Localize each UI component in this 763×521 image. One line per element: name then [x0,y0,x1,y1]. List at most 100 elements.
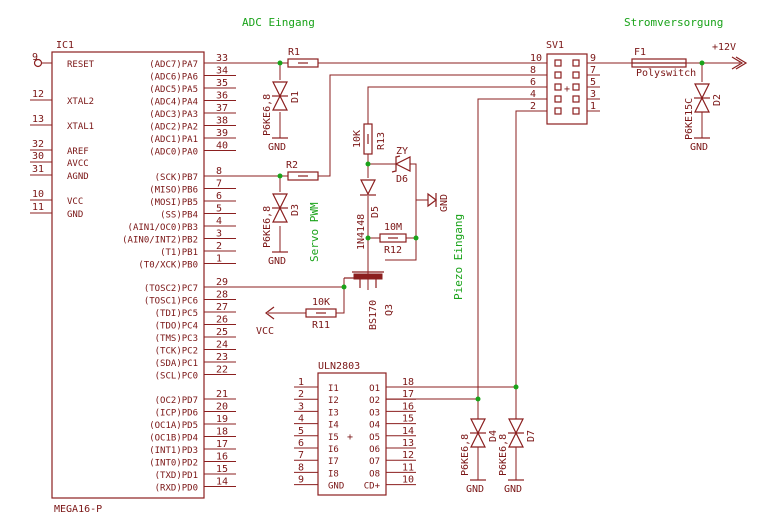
reset-pin-dot [33,58,43,68]
ic1-right-pin-num: 1 [216,254,222,265]
ic1-left-pin-name: XTAL2 [67,97,94,107]
r13-value: 10K [352,130,363,148]
sv1-pin-square [572,71,580,79]
resistor-r1: R1 [287,47,319,68]
ic1-right-pin-num: 2 [216,241,222,252]
adc-eingang-label: ADC Eingang [242,16,315,29]
d5-name: D5 [370,206,381,218]
diode-d3: P6KE6,8 D3 [262,193,301,248]
ic1-right-pin-name: (OC1B)PD4 [149,434,198,444]
ic1-right-pin-num: 27 [216,302,228,313]
ic1-left-pin-name: AREF [67,147,89,157]
ic1-right-pin-num: 36 [216,91,228,102]
ic1-right-pin-name: (ADC1)PA1 [149,135,198,145]
uln-left-pin-name: I5 [328,433,339,443]
ic1-left-pin-num: 10 [32,189,44,200]
ic1-right-pin-num: 4 [216,216,222,227]
uln-right-pin-name: O8 [369,469,380,479]
uln-right-pin-num: 17 [402,389,414,400]
ic1-right-pin-num: 26 [216,315,228,326]
ic1-right-pin-name: (ADC3)PA3 [149,110,198,120]
junction-dots [277,60,705,402]
ic1-right-pin-name: (SCK)PB7 [155,173,198,183]
uln-right-pin-num: 11 [402,462,414,473]
ic1-right-pin-name: (TOSC2)PC7 [144,284,198,294]
uln-right-pin-num: 13 [402,438,414,449]
uln-right-pin-name: O5 [369,433,380,443]
ic1-left-pin-name: AGND [67,172,89,182]
uln-right-pin-num: 15 [402,414,414,425]
d6-value: ZY [396,146,408,157]
uln-left-pin-num: 3 [298,401,304,412]
gnd-d3-label: GND [268,256,286,267]
q3-name: Q3 [384,304,395,316]
ic1-right-pin-num: 25 [216,327,228,338]
uln-left-pin-num: 6 [298,438,304,449]
d2-value: P6KE15C [684,98,695,140]
ic1-right-pin-num: 20 [216,402,228,413]
uln-right-pin-name: O2 [369,396,380,406]
uln-name: ULN2803 [318,361,360,372]
uln-left-pin-name: I2 [328,396,339,406]
uln-right-pin-name: O6 [369,445,380,455]
uln-left-pin-num: 1 [298,377,304,388]
diode-d6: ZY D6 [391,146,411,185]
resistor-r2: R2 [286,160,319,181]
ic1-right-pin-name: (TCK)PC2 [155,347,198,357]
sv1-pin-square [572,95,580,103]
ic1-left-pin-name: VCC [67,197,83,207]
gnd-d4: GND [466,479,486,495]
resistor-r11: 10K R11 [305,297,337,331]
uln-left-pin-num: 9 [298,475,304,486]
sv1-name: SV1 [546,40,564,51]
ic1-body [51,51,205,499]
uln-left-pin-name: I7 [328,457,339,467]
uln-left-pin-num: 8 [298,462,304,473]
ic1-left-pin-num: 12 [32,89,44,100]
ic1-right-pin-name: (MOSI)PB5 [149,198,198,208]
f1-name: F1 [634,47,646,58]
ic1-right-pin-num: 29 [216,277,228,288]
ic1-right-pin-num: 34 [216,66,228,77]
ic1-right-pin-name: (ADC6)PA6 [149,73,198,83]
sv1-right-pin-num: 7 [590,65,596,76]
ic1-right-pin-num: 6 [216,191,222,202]
d5-value: 1N4148 [356,214,367,250]
gnd-d1-label: GND [268,142,286,153]
uln-left-pin-name: GND [328,482,344,492]
ic1-right-pin-num: 19 [216,414,228,425]
ic1-right-pin-num: 23 [216,352,228,363]
ic1-right-pin-name: (T1)PB1 [160,248,198,258]
sv1-pin-square [554,59,562,67]
ic1-right-pin-num: 7 [216,179,222,190]
ic1-right-pin-name: (AIN1/OC0)PB3 [128,223,198,233]
sv1-pin-square [572,59,580,67]
diode-d1: P6KE6,8 D1 [262,81,301,136]
uln-left-pin-num: 2 [298,389,304,400]
sv1-left-pin-num: 10 [530,53,542,64]
sv1-pin-square [554,71,562,79]
uln-left-pin-name: I3 [328,408,339,418]
uln-body [317,372,387,496]
ic1-right-pin-name: (ICP)PD6 [155,409,198,419]
gnd-d3: GND [268,251,288,267]
sv1-left-pin-num: 8 [530,65,536,76]
ic1-right-pin-num: 22 [216,365,228,376]
d1-value: P6KE6,8 [262,94,273,136]
mosfet-q3: BS170 Q3 [344,271,395,330]
uln-right-pin-name: O4 [369,421,380,431]
ic1-left-pin-name: XTAL1 [67,122,94,132]
uln-left-pin-name: I8 [328,469,339,479]
ic1-right-pin-num: 35 [216,78,228,89]
r1-name: R1 [288,47,300,58]
ic1-right-pin-name: (SS)PB4 [160,211,198,221]
d3-name: D3 [290,204,301,216]
r11-name: R11 [312,320,330,331]
v12-label: +12V [712,42,736,53]
ic1-right-pin-name: (OC1A)PD5 [149,421,198,431]
uln-right-pin-name: O7 [369,457,380,467]
gnd-d1: GND [268,137,288,153]
vcc-supply: VCC [256,306,275,337]
